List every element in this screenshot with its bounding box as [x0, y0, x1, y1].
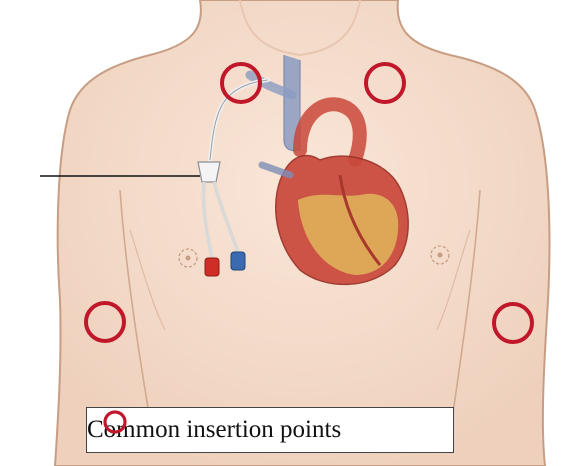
legend-box: Common insertion points	[86, 407, 454, 453]
right-nipple-center	[438, 253, 443, 258]
left-nipple-center	[186, 256, 191, 261]
cap-blue	[231, 252, 245, 270]
catheter-hub	[198, 162, 220, 182]
cap-red	[205, 258, 219, 276]
legend-circle-icon	[101, 408, 129, 436]
